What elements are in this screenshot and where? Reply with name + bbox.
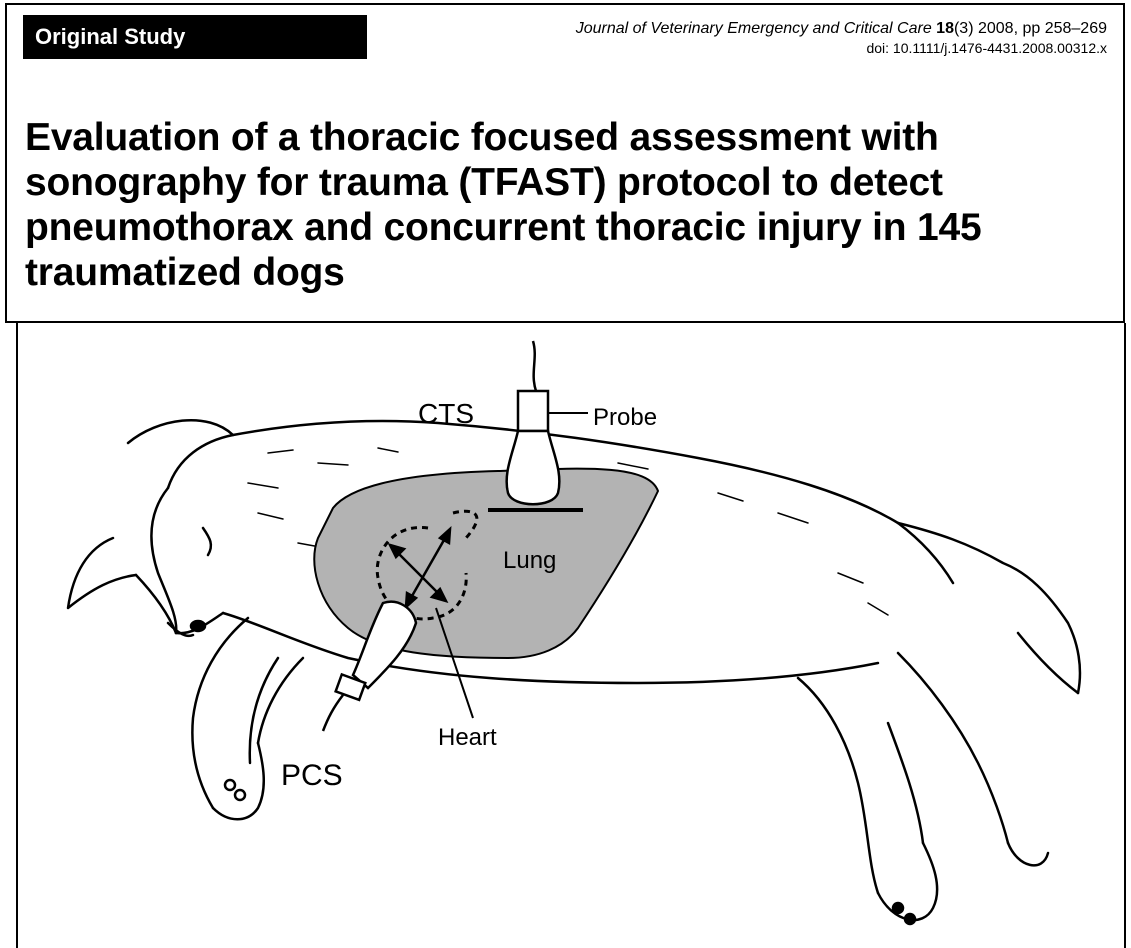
journal-name: Journal of Veterinary Emergency and Crit… <box>576 20 932 37</box>
label-cts: CTS <box>418 398 474 429</box>
label-lung: Lung <box>503 547 556 574</box>
journal-year-pages: 2008, pp 258–269 <box>974 20 1107 37</box>
label-probe: Probe <box>593 404 657 431</box>
article-type-badge: Original Study <box>23 15 367 59</box>
article-title: Evaluation of a thoracic focused assessm… <box>25 115 1125 295</box>
article-header: Original Study Journal of Veterinary Eme… <box>5 3 1125 323</box>
doi: doi: 10.1111/j.1476-4431.2008.00312.x <box>576 39 1107 57</box>
journal-issue: (3) <box>954 20 974 37</box>
journal-citation: Journal of Veterinary Emergency and Crit… <box>576 19 1107 57</box>
journal-line: Journal of Veterinary Emergency and Crit… <box>576 19 1107 39</box>
journal-volume: 18 <box>936 20 954 37</box>
lung-region <box>314 469 658 658</box>
label-heart: Heart <box>438 724 497 751</box>
label-pcs: PCS <box>281 759 343 792</box>
figure-panel: CTS Probe Lung Heart PCS <box>16 323 1126 948</box>
dog-tfast-illustration: CTS Probe Lung Heart PCS <box>18 323 1128 948</box>
